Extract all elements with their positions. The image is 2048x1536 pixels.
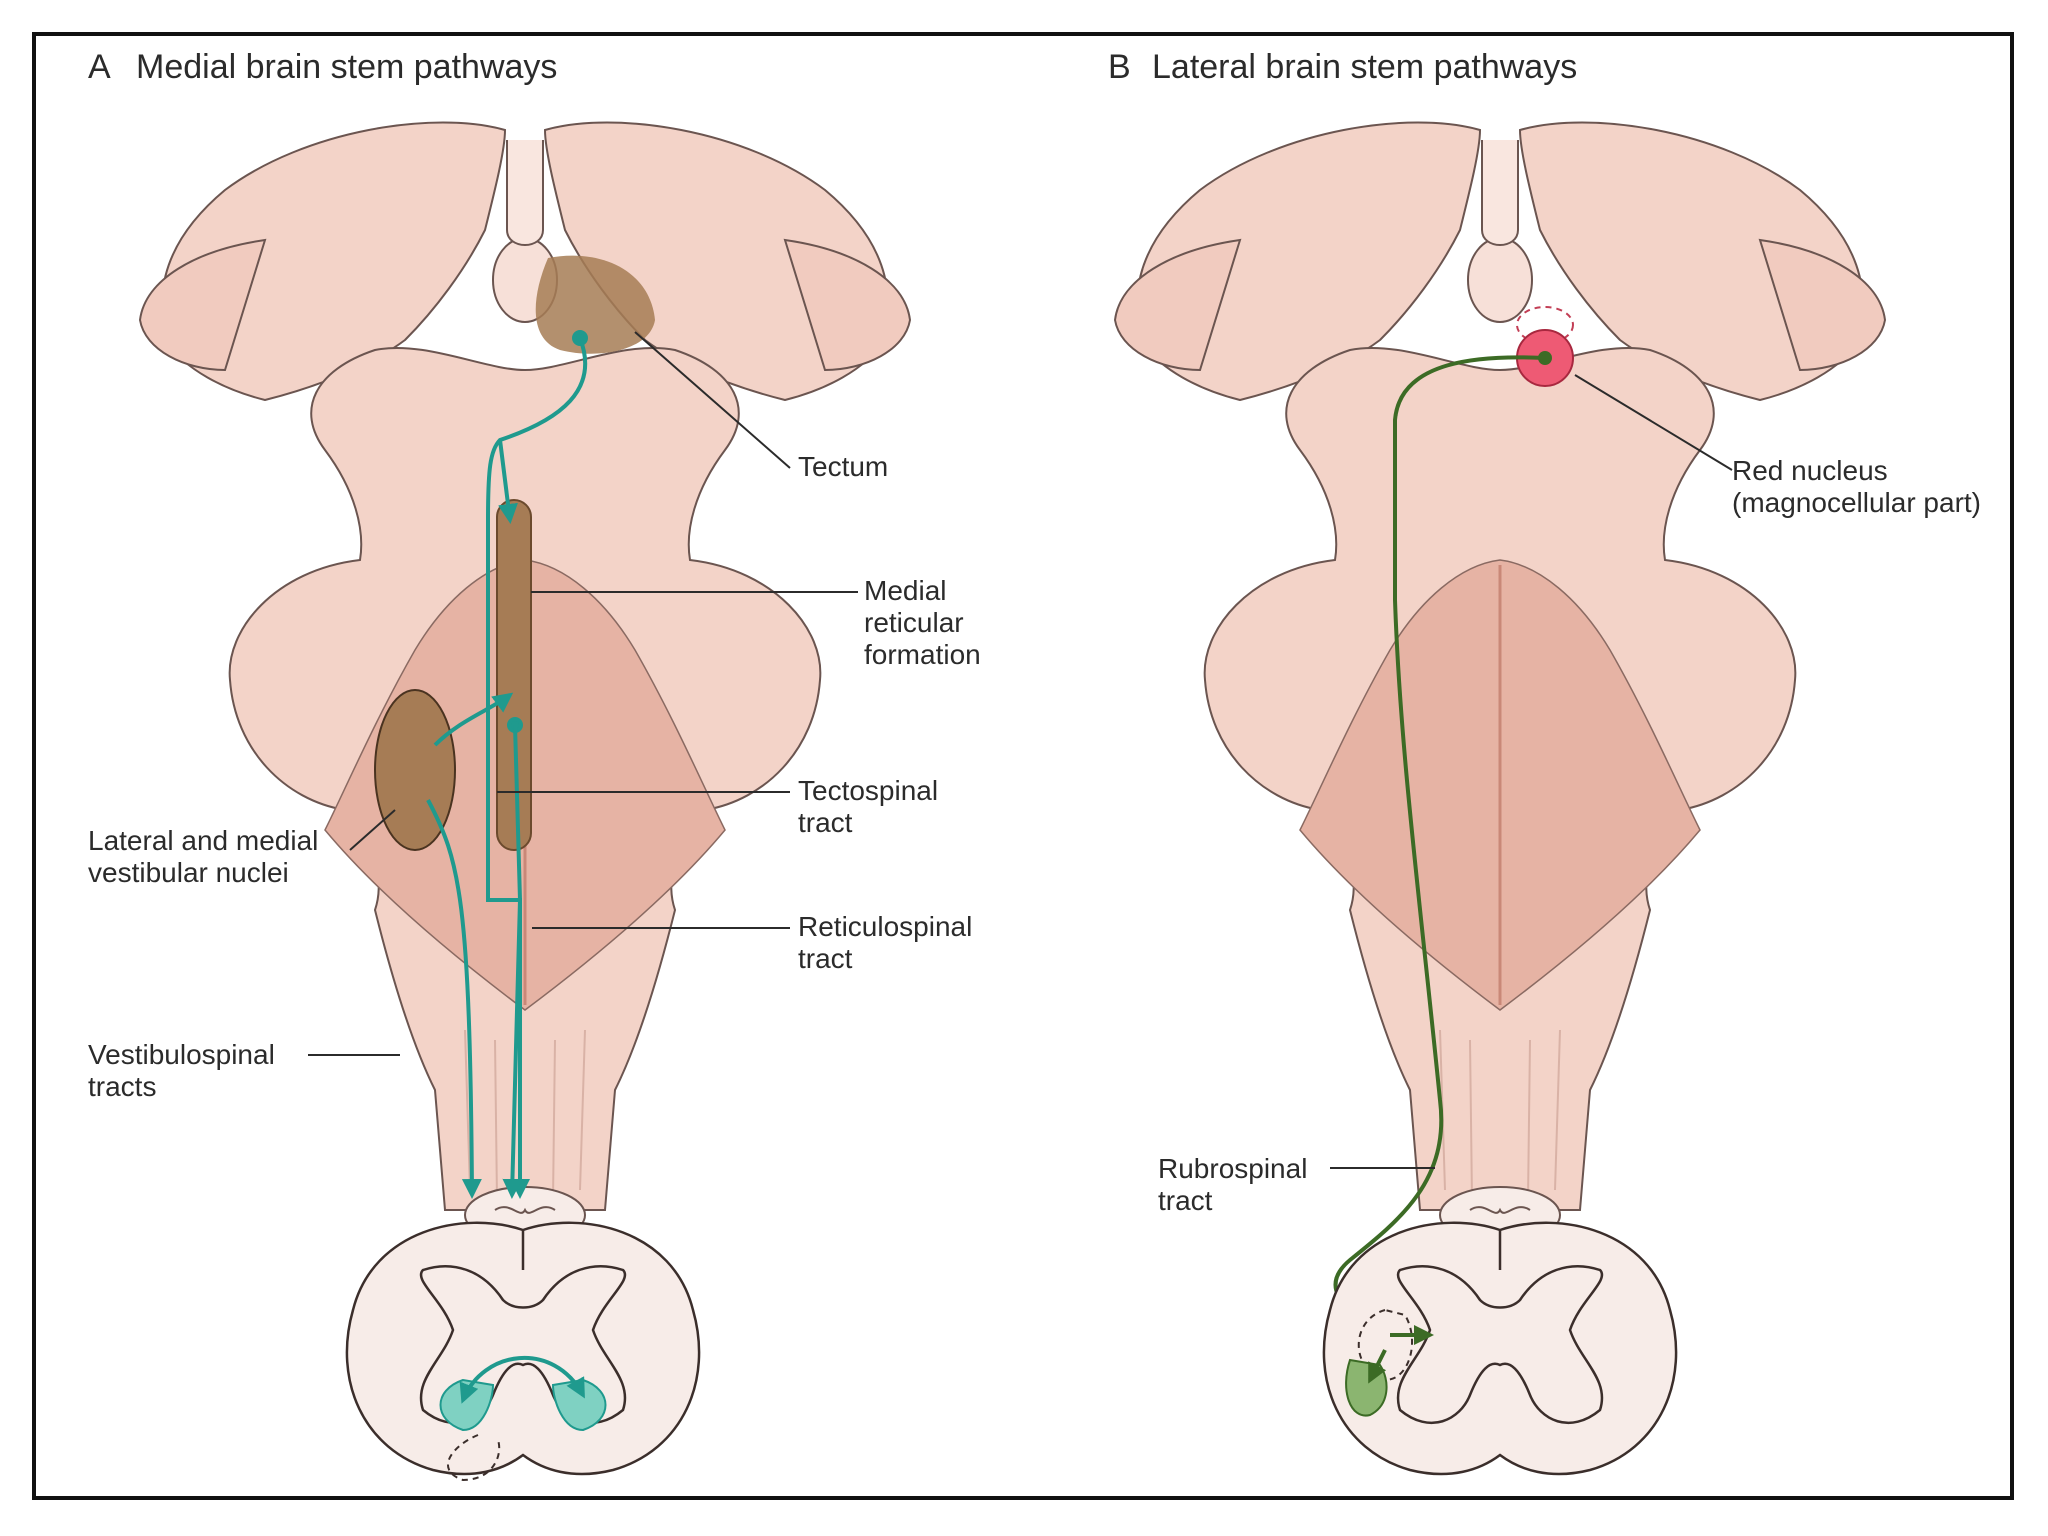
rubrospinal-path [1333, 355, 1546, 1332]
panel-b: B Lateral brain stem pathways Red nucleu… [1108, 48, 1981, 1476]
reticulospinal-label-2: tract [798, 943, 853, 974]
red-nucleus-label-2: (magnocellular part) [1732, 487, 1981, 518]
panel-b-title: Lateral brain stem pathways [1152, 48, 1577, 86]
vestibulospinal-label-2: tracts [88, 1071, 156, 1102]
panel-a: A Medial brain stem pathways [88, 48, 981, 1482]
medial-reticular-label-2: reticular [864, 607, 964, 638]
medial-reticular-label-3: formation [864, 639, 981, 670]
vestibular-nuclei-region [374, 689, 456, 851]
panel-b-cord-section [1322, 1221, 1678, 1476]
panel-a-letter: A [88, 48, 111, 86]
red-nucleus-label-1: Red nucleus [1732, 455, 1888, 486]
tectum-region [535, 255, 655, 354]
medial-reticular-label-1: Medial [864, 575, 946, 606]
panel-a-title: Medial brain stem pathways [136, 48, 557, 86]
medial-reticular-region [496, 499, 532, 851]
rubrospinal-label-2: tract [1158, 1185, 1213, 1216]
tectospinal-label-2: tract [798, 807, 853, 838]
panel-b-brainstem [1113, 121, 1887, 1245]
reticulospinal-label-1: Reticulospinal [798, 911, 972, 942]
panel-a-cord-section [345, 1221, 701, 1482]
vestibular-nuclei-label-2: vestibular nuclei [88, 857, 289, 888]
rubrospinal-label-1: Rubrospinal [1158, 1153, 1307, 1184]
vestibular-nuclei-label-1: Lateral and medial [88, 825, 318, 856]
tectum-label: Tectum [798, 451, 888, 482]
vestibulospinal-label-1: Vestibulospinal [88, 1039, 275, 1070]
panel-a-leaders [308, 331, 858, 1056]
panel-b-letter: B [1108, 48, 1131, 86]
medial-pathways [426, 330, 588, 1199]
tectospinal-label-1: Tectospinal [798, 775, 938, 806]
panel-b-leaders [1330, 374, 1733, 1169]
